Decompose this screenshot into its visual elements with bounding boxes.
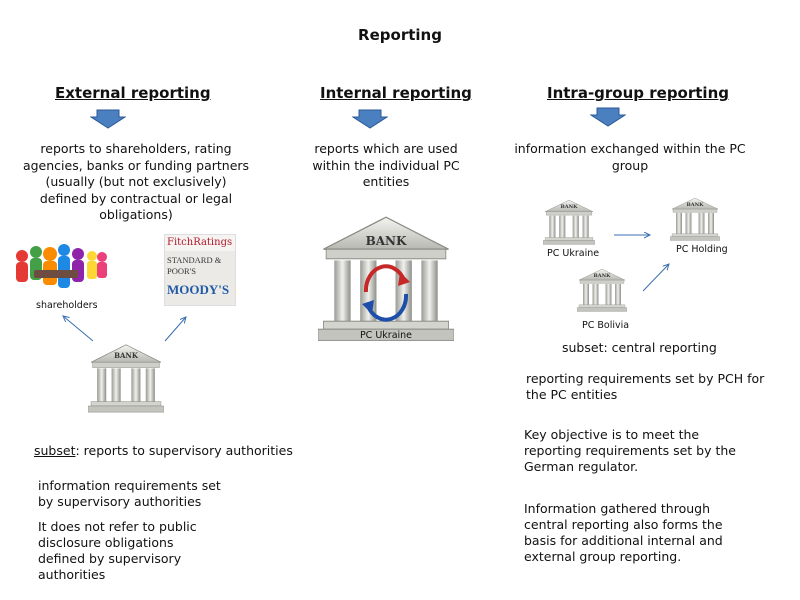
intragroup-text-central: Information gathered through central rep…	[524, 501, 723, 564]
intragroup-description: information exchanged within the PC grou…	[514, 141, 746, 173]
bank-sign: BANK	[114, 351, 138, 360]
page-title: Reporting	[358, 26, 442, 44]
sp-logo: STANDARD & POOR'S	[167, 255, 222, 276]
fitch-logo: FitchRatings	[165, 235, 235, 251]
intragroup-reporting-heading: Intra-group reporting	[547, 84, 729, 102]
moodys-logo: MOODY'S	[167, 282, 230, 297]
pc-bolivia-bank: BANK	[577, 268, 627, 312]
intragroup-text-requirements: reporting requirements set by PCH for th…	[526, 371, 765, 402]
external-description: reports to shareholders, rating agencies…	[22, 141, 250, 222]
internal-bank: BANK PC Ukraine	[318, 214, 454, 342]
pc-ukraine-bank: BANK	[543, 199, 595, 245]
pc-bolivia-label: PC Bolivia	[582, 320, 630, 331]
rating-agencies-logos: FitchRatings STANDARD & POOR'S MOODY'S	[164, 234, 236, 306]
intragroup-subset: subset: central reporting	[562, 340, 717, 355]
external-subset: subset: reports to supervisory authoriti…	[34, 443, 293, 459]
pc-ukraine-label: PC Ukraine	[547, 248, 600, 259]
external-note-disclosure: It does not refer to public disclosure o…	[38, 519, 197, 582]
pc-holding-label: PC Holding	[676, 244, 728, 255]
internal-reporting-heading: Internal reporting	[320, 84, 472, 102]
bank-sign: BANK	[686, 202, 704, 208]
external-note-requirements: information requirements set by supervis…	[38, 478, 221, 509]
external-bank: BANK	[88, 343, 164, 413]
circular-arrows-icon	[362, 264, 410, 322]
intragroup-text-objective: Key objective is to meet the reporting r…	[524, 427, 736, 474]
pc-holding-bank: BANK	[670, 197, 720, 241]
bank-sign: BANK	[560, 204, 578, 210]
internal-bank-label: PC Ukraine	[359, 330, 413, 341]
shareholders-label: shareholders	[36, 300, 98, 311]
bank-sign: BANK	[593, 273, 611, 279]
external-reporting-heading: External reporting	[55, 84, 211, 102]
bank-sign: BANK	[365, 234, 407, 248]
subset-word: subset	[34, 443, 76, 458]
subset-rest: : reports to supervisory authorities	[75, 443, 293, 458]
shareholders-people-icon	[16, 244, 107, 288]
internal-description: reports which are used within the indivi…	[312, 141, 460, 189]
